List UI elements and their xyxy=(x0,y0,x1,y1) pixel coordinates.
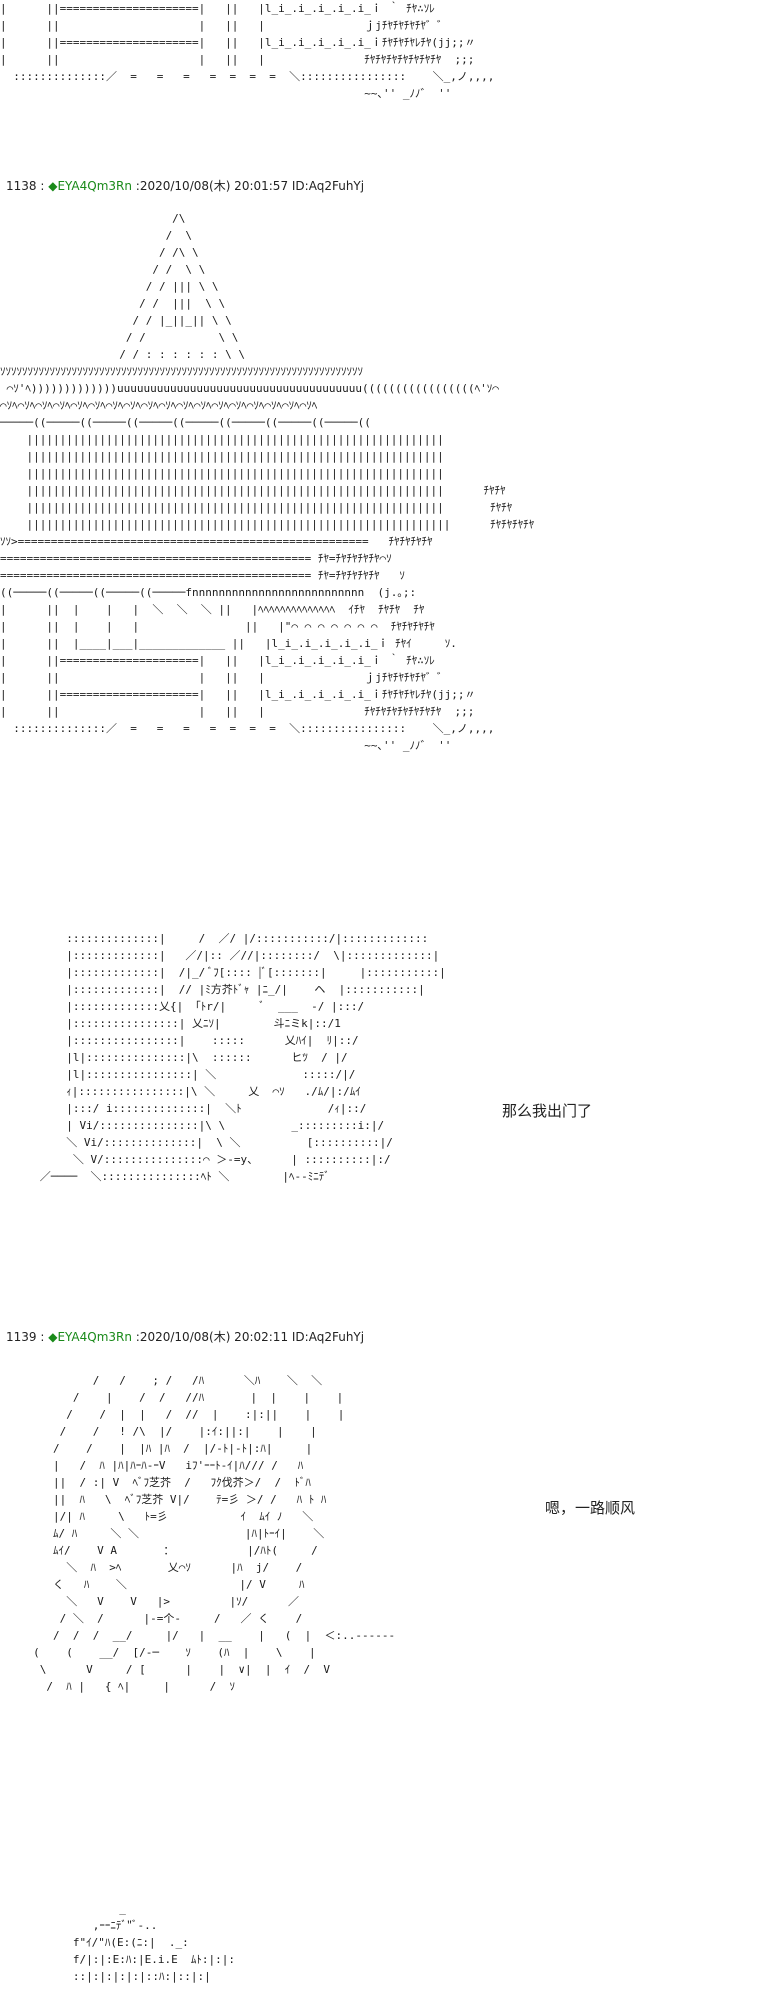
poster-trip[interactable]: ◆EYA4Qm3Rn xyxy=(48,179,132,193)
post-separator: : xyxy=(36,1330,49,1344)
post-header-1139: 1139 : ◆EYA4Qm3Rn :2020/10/08(木) 20:02:1… xyxy=(6,1329,364,1345)
ascii-art-house: /\ / \ / /\ \ / / \ \ / / ||| \ \ / / ||… xyxy=(0,212,535,752)
post-meta: :2020/10/08(木) 20:01:57 ID:Aq2FuhYj xyxy=(131,179,365,193)
post-number: 1138 xyxy=(6,179,37,193)
ascii-art-next-character: _ ,ｰｰﾆﾃﾞ"ﾞ-.. f"ｲ/"ﾊ(E:(ﾆ:| ._: f/|:|:E:… xyxy=(72,1902,236,1983)
ascii-art-girl-leaving: ::::::::::::::| / ／/ |/:::::::::::/|::::… xyxy=(39,932,446,1183)
ascii-art-girl-farewell: / / ; / /ﾊ ＼ﾊ ＼ ＼ / | / / //ﾊ | | | | / … xyxy=(33,1374,396,1693)
post-number: 1139 xyxy=(6,1330,37,1344)
poster-trip[interactable]: ◆EYA4Qm3Rn xyxy=(48,1330,132,1344)
ascii-art-house-top: | ||=====================| || |l_i_.i_.i… xyxy=(0,2,495,100)
post-header-1138: 1138 : ◆EYA4Qm3Rn :2020/10/08(木) 20:01:5… xyxy=(6,178,364,194)
post-separator: : xyxy=(36,179,49,193)
dialogue-line-farewell: 嗯，一路顺风 xyxy=(545,1499,636,1517)
post-meta: :2020/10/08(木) 20:02:11 ID:Aq2FuhYj xyxy=(131,1330,365,1344)
dialogue-line-leaving: 那么我出门了 xyxy=(502,1102,593,1120)
